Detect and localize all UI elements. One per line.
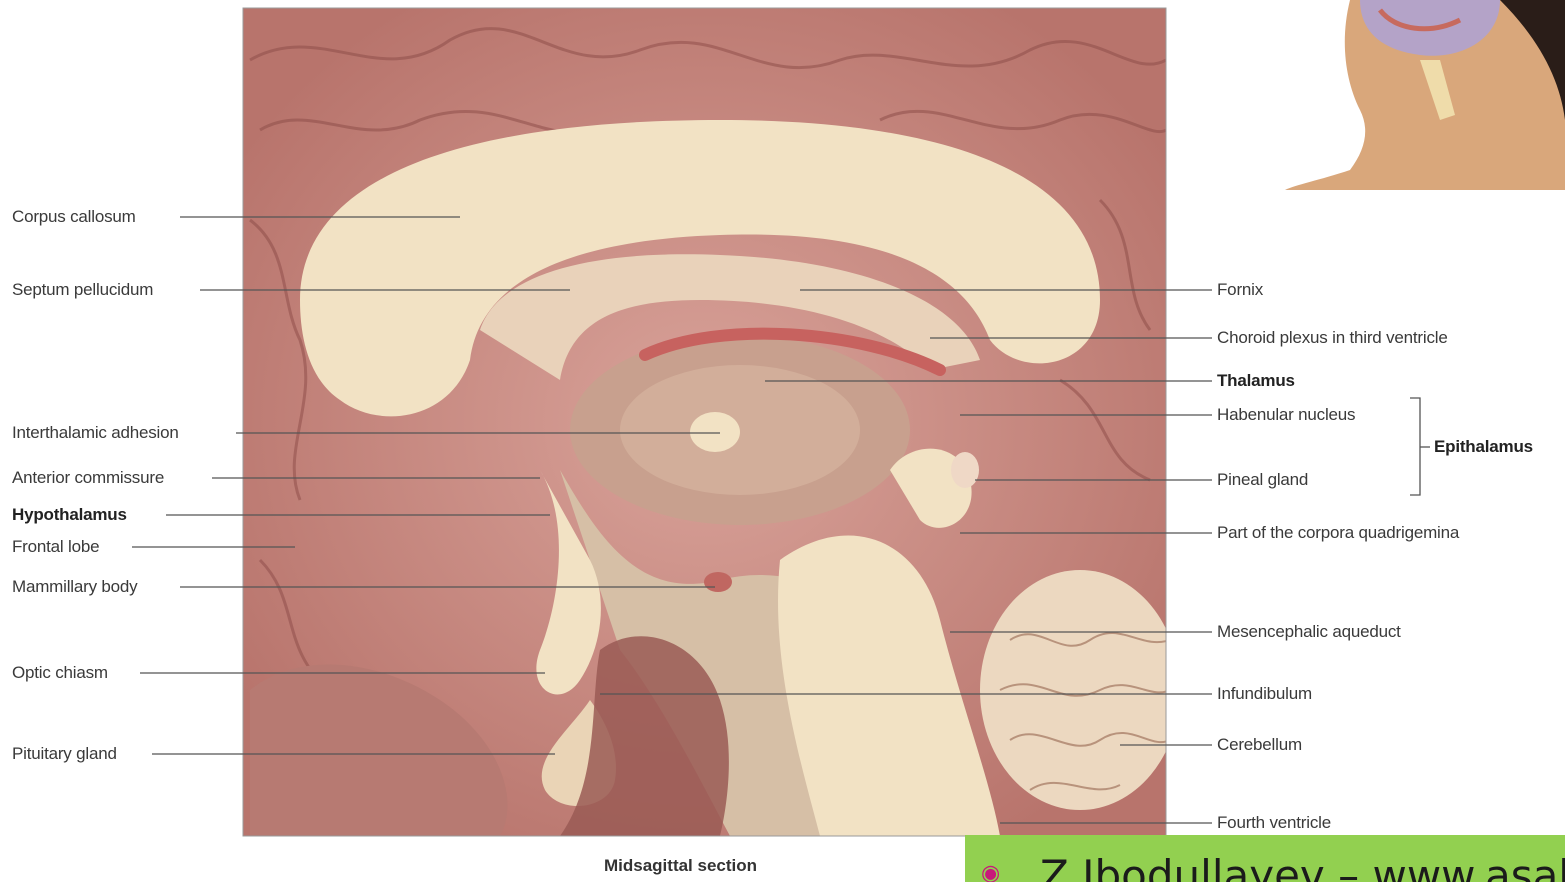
label-anterior-commissure: Anterior commissure (12, 468, 164, 488)
label-pineal-gland: Pineal gland (1217, 470, 1308, 490)
midsagittal-brain (243, 8, 1180, 836)
label-habenular-nucleus: Habenular nucleus (1217, 405, 1355, 425)
label-interthalamic-adhesion: Interthalamic adhesion (12, 423, 179, 443)
bullet-icon: ◉ (981, 861, 1000, 882)
label-corpus-callosum: Corpus callosum (12, 207, 136, 227)
label-hypothalamus: Hypothalamus (12, 505, 127, 525)
label-mammillary-body: Mammillary body (12, 577, 137, 597)
label-choroid-plexus: Choroid plexus in third ventricle (1217, 328, 1448, 348)
label-frontal-lobe: Frontal lobe (12, 537, 99, 557)
label-optic-chiasm: Optic chiasm (12, 663, 108, 683)
label-thalamus: Thalamus (1217, 371, 1295, 391)
head-thumbnail (1285, 0, 1565, 190)
label-fourth-ventricle: Fourth ventricle (1217, 813, 1331, 833)
label-fornix: Fornix (1217, 280, 1263, 300)
label-pituitary-gland: Pituitary gland (12, 744, 117, 764)
figure-caption: Midsagittal section (604, 856, 757, 876)
footer-text: Z.Ibodullayev – www.asab (1040, 851, 1565, 882)
footer-bar: ◉ Z.Ibodullayev – www.asab (965, 835, 1565, 882)
label-mesencephalic-aqueduct: Mesencephalic aqueduct (1217, 622, 1401, 642)
label-septum-pellucidum: Septum pellucidum (12, 280, 153, 300)
label-corpora-quadrigemina: Part of the corpora quadrigemina (1217, 523, 1459, 543)
label-epithalamus: Epithalamus (1434, 437, 1533, 457)
label-infundibulum: Infundibulum (1217, 684, 1312, 704)
label-cerebellum: Cerebellum (1217, 735, 1302, 755)
